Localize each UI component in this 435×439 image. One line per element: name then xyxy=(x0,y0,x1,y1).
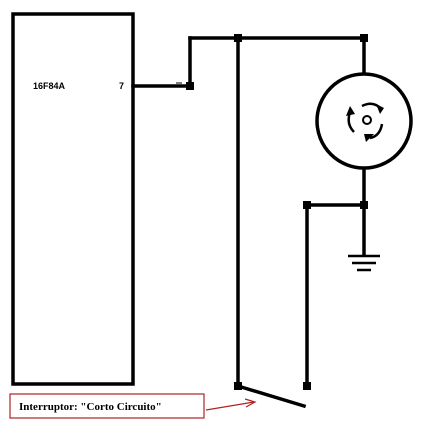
motor-symbol xyxy=(315,72,413,170)
ground-icon xyxy=(348,254,380,272)
rotation-arrowheads xyxy=(346,104,384,142)
microcontroller-chip xyxy=(11,12,135,386)
junction-dot xyxy=(360,34,368,42)
wires xyxy=(131,36,366,409)
junction-dot xyxy=(303,201,311,209)
switch-callout-box xyxy=(9,393,205,419)
callout-arrow-icon xyxy=(205,398,257,411)
junction-dot xyxy=(186,82,194,90)
motor-hub xyxy=(362,115,372,125)
pin-number-label: 7 xyxy=(119,81,124,91)
junction-dot xyxy=(303,382,311,390)
switch-callout-label: Interruptor: "Corto Circuito" xyxy=(19,401,162,413)
junction-dot xyxy=(234,382,242,390)
switch-lever xyxy=(235,383,307,409)
junction-dot xyxy=(234,34,242,42)
chip-label: 16F84A xyxy=(33,81,66,91)
junction-dot xyxy=(360,201,368,209)
junctions xyxy=(186,34,368,390)
